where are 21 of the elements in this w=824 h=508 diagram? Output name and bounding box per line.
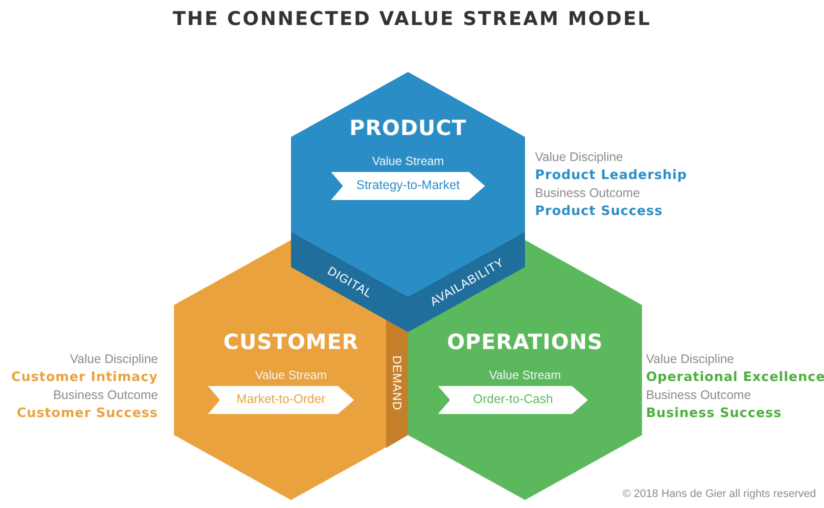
hexagon-title: PRODUCT bbox=[348, 116, 468, 140]
emphasis-text: Business Success bbox=[646, 406, 782, 421]
caption-text: Value Discipline bbox=[646, 352, 734, 366]
emphasis-text: Product Success bbox=[535, 204, 663, 219]
diagram-title: THE CONNECTED VALUE STREAM MODEL bbox=[172, 8, 652, 30]
chevron-arrow: Order-to-Cash bbox=[438, 386, 588, 414]
emphasis-text: Customer Success bbox=[16, 406, 158, 421]
emphasis-text: Customer Intimacy bbox=[11, 370, 158, 385]
overlap-band: DEMAND bbox=[386, 318, 408, 448]
caption-text: Business Outcome bbox=[535, 186, 640, 200]
chevron-arrow: Strategy-to-Market bbox=[331, 172, 485, 200]
caption-text: Value Discipline bbox=[70, 352, 158, 366]
hexagon-title: OPERATIONS bbox=[446, 330, 604, 354]
subheading: Value Stream bbox=[371, 154, 445, 168]
copyright-note: © 2018 Hans de Gier all rights reserved bbox=[622, 488, 816, 500]
caption-text: Business Outcome bbox=[53, 388, 158, 402]
hexagon-title: CUSTOMER bbox=[222, 330, 360, 354]
caption-text: Business Outcome bbox=[646, 388, 751, 402]
emphasis-text: Product Leadership bbox=[535, 168, 688, 183]
caption-text: Value Discipline bbox=[535, 150, 624, 164]
subheading: Value Stream bbox=[488, 368, 562, 382]
